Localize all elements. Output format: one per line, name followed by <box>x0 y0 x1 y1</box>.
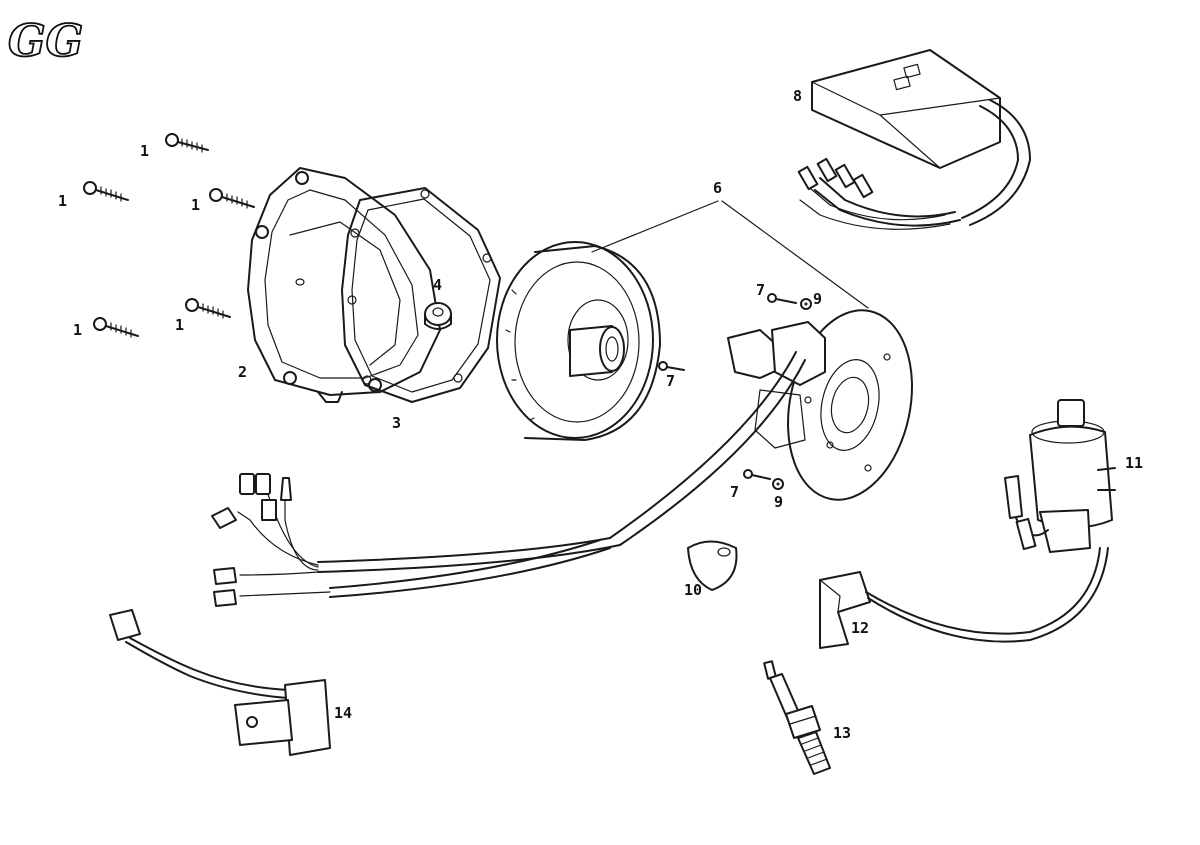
callout-14: 14 <box>334 704 352 722</box>
flywheel-cover <box>247 167 441 403</box>
screw-7a <box>767 293 797 304</box>
screw-7c <box>743 469 771 480</box>
callout-13: 13 <box>833 724 851 742</box>
cover-gasket <box>341 187 501 403</box>
callout-1e: 1 <box>73 321 82 339</box>
callout-1b: 1 <box>58 192 67 210</box>
washer-9b <box>772 478 784 490</box>
callout-7a: 7 <box>756 281 765 299</box>
callout-9b: 9 <box>774 493 783 511</box>
callout-10: 10 <box>684 581 702 599</box>
callout-8: 8 <box>793 87 802 105</box>
callout-9a: 9 <box>813 290 822 308</box>
cdi-unit <box>797 49 1031 230</box>
callout-3: 3 <box>392 414 401 432</box>
flywheel-rotor <box>496 241 661 441</box>
screw-7b <box>658 361 685 371</box>
callout-11: 11 <box>1125 454 1143 472</box>
small-screws <box>658 293 812 490</box>
brand-logo: GG <box>7 15 84 68</box>
callout-1d: 1 <box>175 316 184 334</box>
callout-7b: 7 <box>666 372 675 390</box>
ignition-coil <box>1004 399 1116 553</box>
callout-7c: 7 <box>730 483 739 501</box>
logo-text: GG <box>8 16 83 67</box>
callout-2: 2 <box>238 363 247 381</box>
screw-1b <box>83 181 129 202</box>
screw-1e <box>93 317 139 338</box>
washer-9a <box>800 298 812 310</box>
rubber-plug <box>424 302 452 330</box>
stator-wiring-harness <box>211 351 806 607</box>
callout-4: 4 <box>433 276 442 294</box>
spark-plug <box>763 660 831 775</box>
screw-1a <box>165 133 209 153</box>
leader-lines <box>591 200 869 309</box>
callout-12: 12 <box>851 619 869 637</box>
callout-labels: 1 1 1 1 1 2 3 4 6 7 7 7 8 9 9 10 11 12 1… <box>58 87 1143 742</box>
screw-1d <box>185 298 231 319</box>
callout-6: 6 <box>713 179 722 197</box>
stator-assembly <box>727 309 913 501</box>
screw-group <box>83 133 255 338</box>
wire-grommet <box>687 540 738 591</box>
screw-1c <box>209 188 255 209</box>
regulator-module <box>109 609 331 756</box>
callout-1c: 1 <box>191 196 200 214</box>
spark-plug-cap <box>819 547 1109 649</box>
callout-1a: 1 <box>140 142 149 160</box>
